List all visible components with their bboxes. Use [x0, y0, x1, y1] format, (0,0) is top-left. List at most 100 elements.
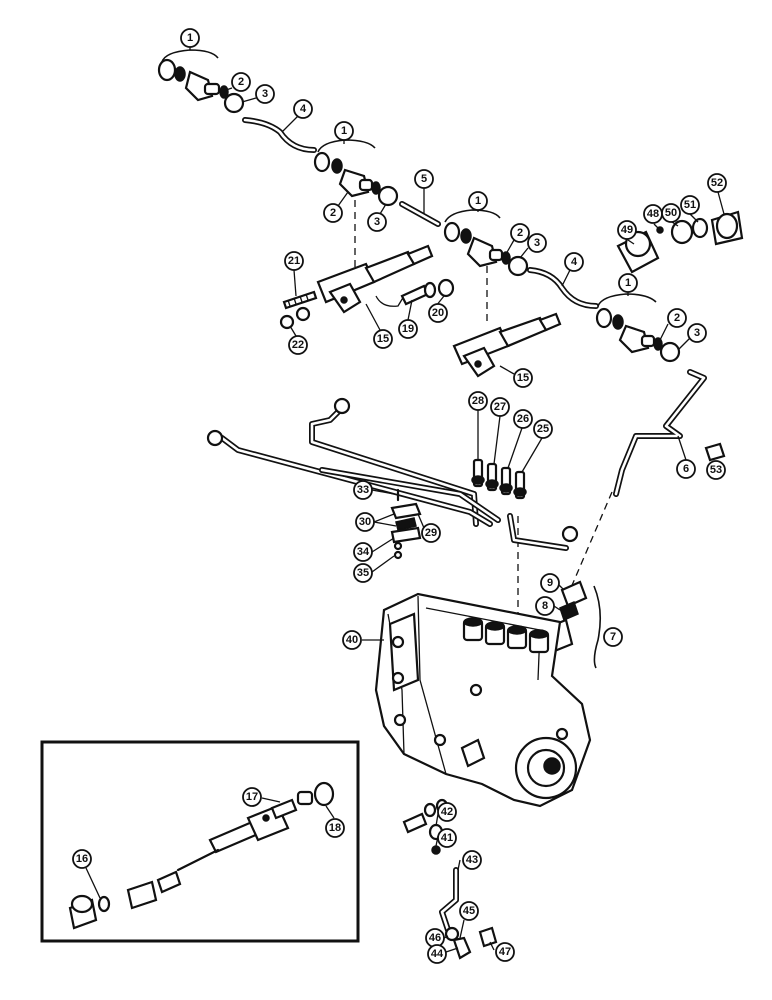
- callout-35: 35: [353, 563, 373, 583]
- svg-text:1: 1: [341, 125, 347, 137]
- callout-1-top: 1: [180, 28, 200, 48]
- injector-fitting-group-right: [595, 293, 681, 363]
- svg-text:2: 2: [238, 76, 244, 88]
- svg-text:8: 8: [542, 600, 548, 612]
- washer-20: [437, 278, 455, 298]
- svg-text:40: 40: [346, 634, 358, 646]
- callout-15-left: 15: [373, 329, 393, 349]
- callout-2-middle: 2: [323, 203, 343, 223]
- callout-16: 16: [72, 849, 92, 869]
- callout-33: 33: [353, 480, 373, 500]
- svg-text:41: 41: [441, 832, 453, 844]
- callout-20: 20: [428, 303, 448, 323]
- cap-nut-52: [710, 210, 744, 246]
- callout-53: 53: [706, 460, 726, 480]
- callout-3-top: 3: [255, 84, 275, 104]
- callout-27: 27: [490, 397, 510, 417]
- callout-2-top: 2: [231, 72, 251, 92]
- callout-leaders: [85, 46, 725, 953]
- svg-text:44: 44: [431, 948, 444, 960]
- callout-6: 6: [676, 459, 696, 479]
- fuel-tube-center: [527, 267, 599, 309]
- stud-nuts: [279, 306, 311, 330]
- svg-text:17: 17: [246, 791, 258, 803]
- svg-text:42: 42: [441, 806, 453, 818]
- ball-48: [656, 226, 664, 234]
- callout-2-center: 2: [510, 223, 530, 243]
- injector-nozzle-holder-left: [316, 244, 434, 314]
- injector-fitting-group-top-left: [157, 49, 245, 114]
- callout-3-middle: 3: [367, 212, 387, 232]
- clip-53: [704, 442, 726, 462]
- injection-lines-bundle: [206, 397, 579, 551]
- inset-injector-exploded: [68, 781, 335, 930]
- svg-text:27: 27: [494, 401, 506, 413]
- callout-46: 46: [425, 928, 445, 948]
- svg-text:34: 34: [357, 546, 370, 558]
- callout-15-center: 15: [513, 368, 533, 388]
- inset-frame: [40, 740, 360, 943]
- svg-text:45: 45: [463, 905, 475, 917]
- svg-text:7: 7: [610, 631, 616, 643]
- fuel-injection-pump: [374, 592, 592, 808]
- callout-1-middle: 1: [334, 121, 354, 141]
- svg-text:49: 49: [621, 224, 633, 236]
- svg-text:1: 1: [625, 277, 631, 289]
- fuel-return-tube: [613, 369, 707, 497]
- callout-40: 40: [342, 630, 362, 650]
- svg-text:33: 33: [357, 484, 369, 496]
- callout-30: 30: [355, 512, 375, 532]
- callout-2-right: 2: [667, 308, 687, 328]
- leak-off-fitting: [400, 281, 437, 306]
- svg-text:51: 51: [684, 199, 696, 211]
- svg-text:25: 25: [537, 423, 549, 435]
- svg-text:52: 52: [711, 177, 723, 189]
- svg-text:18: 18: [329, 822, 341, 834]
- injector-fitting-group-center: [443, 209, 529, 277]
- callout-21: 21: [284, 251, 304, 271]
- callout-41: 41: [437, 828, 457, 848]
- injector-fitting-group-middle: [313, 139, 399, 207]
- callout-49: 49: [617, 220, 637, 240]
- svg-text:3: 3: [534, 237, 540, 249]
- assembly-line-3: [569, 491, 613, 591]
- svg-text:29: 29: [425, 527, 437, 539]
- svg-text:1: 1: [187, 32, 193, 44]
- callout-1-center: 1: [468, 191, 488, 211]
- svg-text:6: 6: [683, 463, 689, 475]
- svg-text:2: 2: [674, 312, 680, 324]
- callout-45: 45: [459, 901, 479, 921]
- washer-51: [691, 217, 709, 239]
- callout-51: 51: [680, 195, 700, 215]
- callout-labels: 1 2 3 4 1 2 3 5 1 2 3 4 1 2 3 21 22 15 1…: [72, 28, 727, 964]
- callout-18: 18: [325, 818, 345, 838]
- injector-stud: [282, 290, 318, 310]
- callout-43: 43: [462, 850, 482, 870]
- callout-22: 22: [288, 335, 308, 355]
- callout-52: 52: [707, 173, 727, 193]
- drain-fittings: [444, 926, 498, 960]
- svg-text:28: 28: [472, 395, 484, 407]
- svg-text:15: 15: [377, 333, 389, 345]
- svg-text:3: 3: [694, 327, 700, 339]
- svg-text:3: 3: [262, 88, 268, 100]
- svg-text:16: 16: [76, 853, 88, 865]
- svg-text:35: 35: [357, 567, 369, 579]
- drain-tube: [439, 867, 459, 933]
- svg-text:5: 5: [421, 173, 427, 185]
- callout-47: 47: [495, 942, 515, 962]
- washer-50: [670, 219, 694, 245]
- callout-17: 17: [242, 787, 262, 807]
- callout-8: 8: [535, 596, 555, 616]
- svg-text:20: 20: [432, 307, 444, 319]
- fuel-tube-short: [399, 201, 441, 227]
- svg-text:15: 15: [517, 372, 529, 384]
- svg-text:22: 22: [292, 339, 304, 351]
- callout-42: 42: [437, 802, 457, 822]
- callout-19: 19: [398, 319, 418, 339]
- callout-3-center: 3: [527, 233, 547, 253]
- injector-nozzle-holder-center: [452, 312, 562, 378]
- svg-text:47: 47: [499, 946, 511, 958]
- callout-34: 34: [353, 542, 373, 562]
- line-nuts: [471, 458, 527, 500]
